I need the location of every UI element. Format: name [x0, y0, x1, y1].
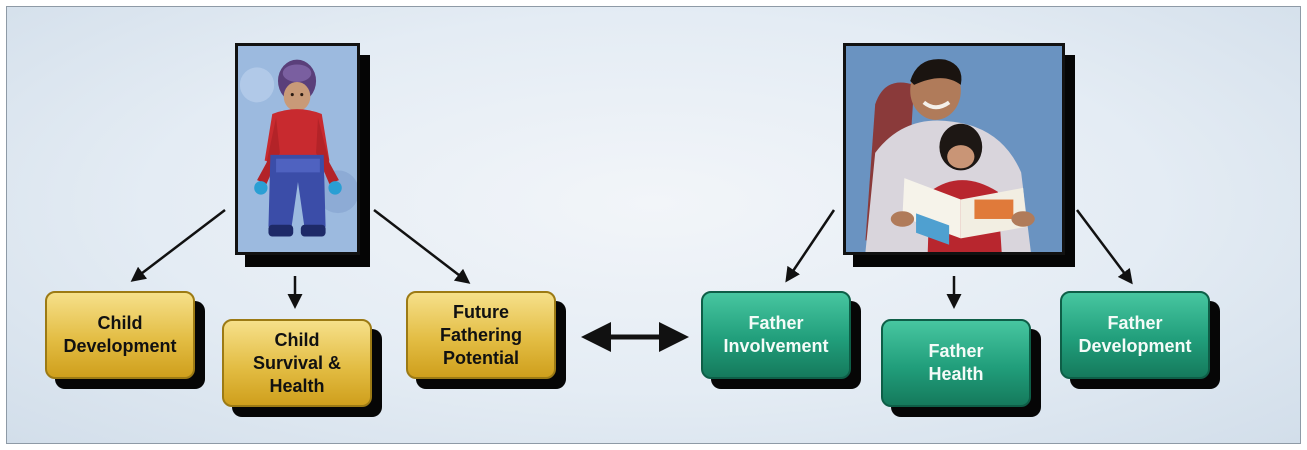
node-father-involvement: Father Involvement — [701, 291, 861, 389]
father-photo-image — [846, 46, 1062, 252]
node-future-fathering-potential: Future Fathering Potential — [406, 291, 566, 389]
node-label: Child Survival & Health — [252, 329, 342, 396]
father-photo — [843, 43, 1075, 267]
child-photo-image — [238, 46, 357, 252]
child-photo — [235, 43, 370, 267]
arrows-layer — [130, 209, 1133, 352]
diagram-frame: Child Development Child Survival & Healt… — [6, 6, 1301, 444]
arrow-icon — [1076, 209, 1133, 285]
node-label: Child Development — [63, 313, 177, 356]
arrow-icon — [785, 209, 836, 283]
node-child-survival-health: Child Survival & Health — [222, 319, 382, 417]
node-label: Father Development — [1078, 313, 1192, 356]
node-label: Father Involvement — [723, 313, 829, 356]
node-label: Father Health — [928, 341, 984, 384]
node-label: Future Fathering Potential — [439, 301, 522, 368]
arrow-icon — [373, 209, 471, 284]
arrow-icon — [130, 209, 226, 282]
node-father-health: Father Health — [881, 319, 1041, 417]
node-child-development: Child Development — [45, 291, 205, 389]
node-father-development: Father Development — [1060, 291, 1220, 389]
